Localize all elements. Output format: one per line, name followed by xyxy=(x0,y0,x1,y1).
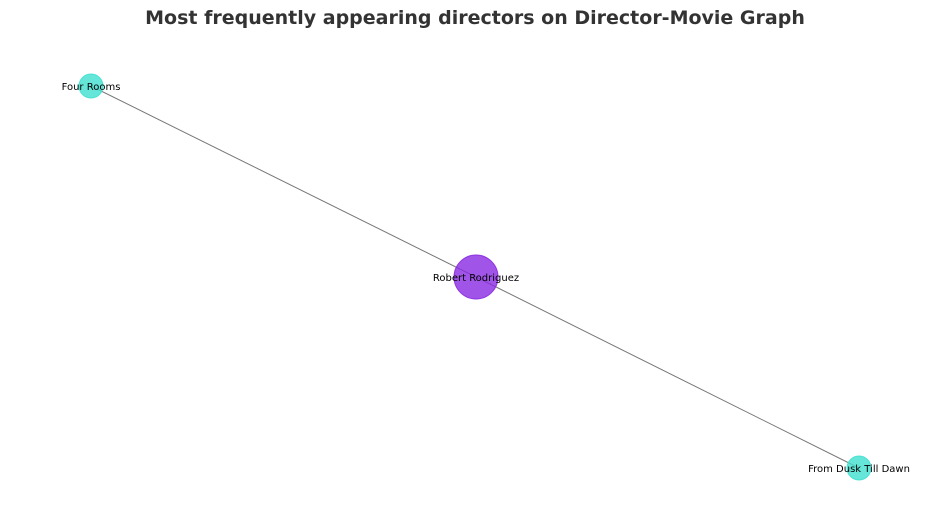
node-movie-from-dusk-till-dawn xyxy=(846,455,872,481)
node-movie-four-rooms xyxy=(78,73,104,99)
node-director-robert-rodriguez xyxy=(453,254,499,300)
node-label-director-robert-rodriguez: Robert Rodriguez xyxy=(433,273,519,284)
graph-title: Most frequently appearing directors on D… xyxy=(145,7,805,29)
node-label-movie-four-rooms: Four Rooms xyxy=(62,82,121,93)
node-label-movie-from-dusk-till-dawn: From Dusk Till Dawn xyxy=(808,464,910,475)
edge-director-robert-rodriguez-movie-four-rooms xyxy=(90,85,477,278)
edge-layer xyxy=(90,85,860,469)
edge-director-robert-rodriguez-movie-from-dusk-till-dawn xyxy=(475,276,860,469)
node-layer xyxy=(78,73,872,481)
